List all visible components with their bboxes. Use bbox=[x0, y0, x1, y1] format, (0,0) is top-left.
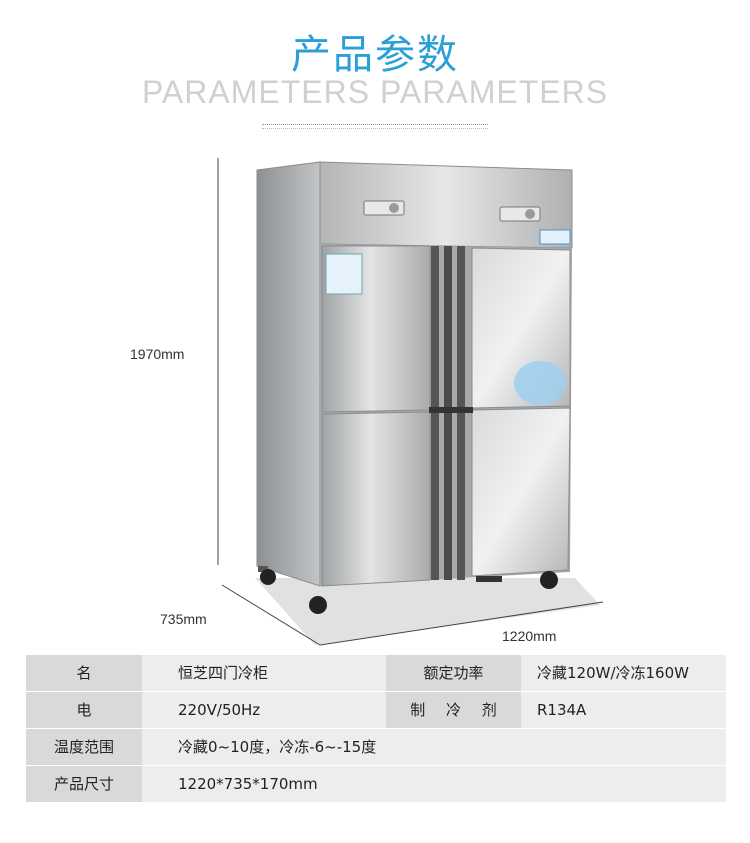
info-sticker bbox=[325, 253, 363, 295]
handle-divider bbox=[429, 407, 473, 413]
spec-value-size: 1220*735*170mm bbox=[178, 775, 318, 793]
knob-left-icon bbox=[389, 203, 399, 213]
width-dimension: 1220mm bbox=[502, 628, 557, 644]
knob-right-icon bbox=[525, 209, 535, 219]
fridge-illustration bbox=[217, 158, 604, 646]
door-left-lower bbox=[321, 411, 431, 587]
spec-row: 电 压 220V/50Hz 制 冷 剂 R134A bbox=[26, 692, 726, 755]
spec-row: 温度范围 冷藏0~10度，冷冻-6~-15度 bbox=[26, 729, 726, 765]
page-subtitle: PARAMETERS PARAMETERS bbox=[141, 74, 609, 110]
spec-table: 名 称 恒芝四门冷柜 额定功率 冷藏120W/冷冻160W 电 压 220V/5… bbox=[26, 655, 726, 803]
spec-label-name: 名 称 bbox=[26, 655, 142, 718]
page-title: 产品参数 bbox=[291, 32, 459, 78]
wheel-front-right-icon bbox=[540, 571, 558, 589]
spec-label-voltage: 电 压 bbox=[26, 692, 142, 755]
spec-label-temperature: 温度范围 bbox=[26, 729, 142, 765]
door-right-lower bbox=[471, 407, 571, 577]
spec-row: 产品尺寸 1220*735*170mm bbox=[26, 766, 726, 802]
spec-label-power: 额定功率 bbox=[386, 655, 521, 691]
spec-label-refrigerant: 制 冷 剂 bbox=[386, 692, 521, 728]
spec-value-refrigerant: R134A bbox=[537, 701, 587, 719]
wheel-front-left-icon bbox=[309, 596, 327, 614]
spec-value-voltage: 220V/50Hz bbox=[178, 701, 261, 719]
brand-sticker bbox=[539, 229, 571, 245]
spec-value-temperature: 冷藏0~10度，冷冻-6~-15度 bbox=[178, 738, 377, 756]
width-dimension-line bbox=[319, 601, 604, 646]
spec-label-size: 产品尺寸 bbox=[26, 766, 142, 802]
height-dimension: 1970mm bbox=[130, 346, 185, 362]
spec-value-power: 冷藏120W/冷冻160W bbox=[537, 664, 689, 682]
spec-row: 名 称 恒芝四门冷柜 额定功率 冷藏120W/冷冻160W bbox=[26, 655, 726, 718]
depth-dimension-line bbox=[221, 584, 321, 646]
decorative-divider bbox=[262, 124, 488, 129]
spec-value-name: 恒芝四门冷柜 bbox=[178, 664, 269, 682]
control-panel bbox=[319, 161, 573, 249]
floor-shadow bbox=[255, 578, 600, 645]
cabinet-side bbox=[256, 161, 321, 587]
depth-dimension: 735mm bbox=[160, 611, 207, 627]
wheel-back-left-icon bbox=[260, 569, 276, 585]
energy-badge-icon bbox=[514, 361, 566, 405]
